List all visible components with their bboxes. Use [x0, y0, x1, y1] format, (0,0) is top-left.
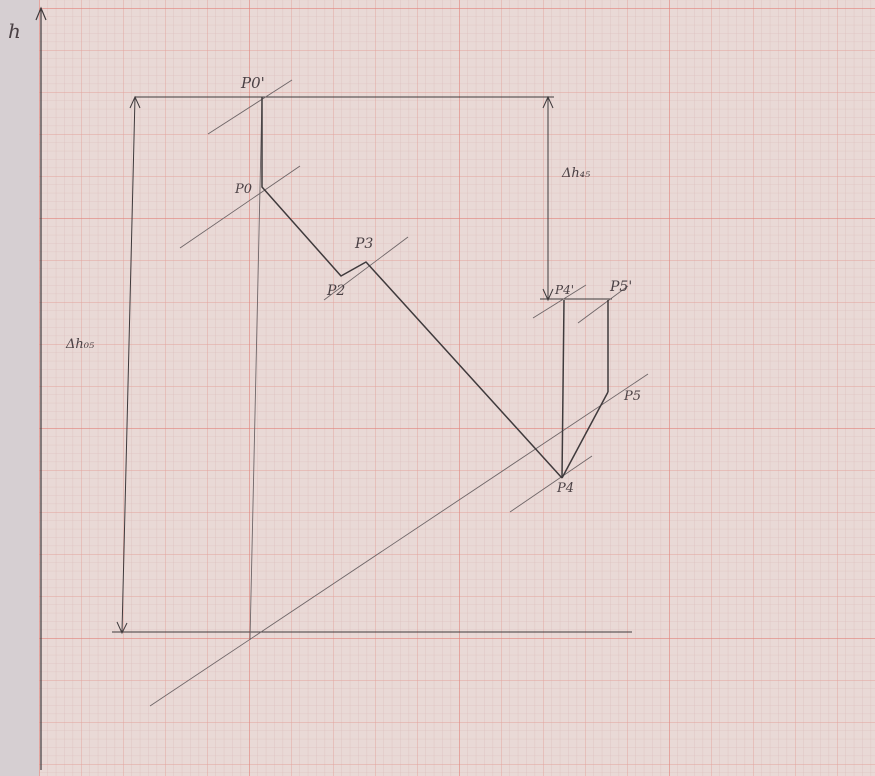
- h-axis: [35, 6, 47, 770]
- label-p2: P2: [326, 283, 345, 299]
- p0prime-to-p4-path: [261, 97, 563, 479]
- p4-to-p4prime-line: [561, 299, 565, 479]
- p0-vertical-line: [249, 96, 263, 641]
- paper-left-margin: [0, 0, 40, 776]
- label-p3: P3: [354, 236, 373, 252]
- delta-h-large-dimension: [116, 95, 141, 635]
- label-p5-prime: P5': [609, 279, 632, 295]
- delta-h-small-dimension: [542, 95, 554, 302]
- label-p0: P0: [234, 182, 252, 197]
- coarse-grid: [39, 0, 875, 776]
- label-p4: P4: [556, 481, 574, 496]
- label-p0-prime: P0': [240, 74, 265, 92]
- process-path: [261, 97, 609, 479]
- delta-h-large-label: Δh₀₅: [65, 337, 95, 352]
- reference-lines: [112, 96, 632, 633]
- diagonal-construction-lines: [149, 79, 649, 707]
- h-axis-label: h: [8, 19, 21, 43]
- delta-h-small-label: Δh₄₅: [561, 166, 591, 181]
- label-p4-prime: P4': [554, 283, 574, 297]
- p4-to-p5-line: [561, 391, 609, 479]
- label-p5: P5: [623, 389, 641, 404]
